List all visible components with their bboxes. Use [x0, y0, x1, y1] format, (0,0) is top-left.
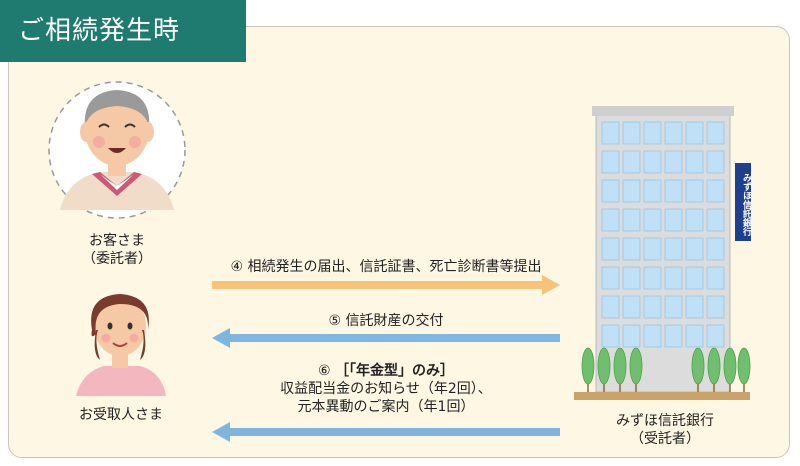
building-window	[622, 121, 641, 145]
building-window	[622, 266, 641, 290]
building-window	[601, 324, 620, 348]
building-window	[706, 150, 725, 174]
flow-arrow-5	[212, 328, 560, 348]
building-window	[601, 295, 620, 319]
building-window	[622, 295, 641, 319]
bank-name: みずほ信託銀行	[616, 413, 714, 429]
building-window	[601, 237, 620, 261]
building-window	[685, 150, 704, 174]
flow-number-6: ⑥	[317, 363, 331, 379]
building-window	[706, 208, 725, 232]
building-window	[706, 266, 725, 290]
flow-arrow-6	[212, 422, 560, 442]
flow-label-6: ⑥ ［「年金型」のみ］ 収益配当金のお知らせ（年2回）、 元本異動のご案内（年1…	[212, 362, 560, 416]
building-window	[601, 121, 620, 145]
flow-label-5: ⑤ 信託財産の交付	[212, 312, 560, 330]
building-window	[643, 266, 662, 290]
building-window	[622, 179, 641, 203]
bank-label: みずほ信託銀行 （受託者）	[600, 412, 730, 448]
building-window	[706, 179, 725, 203]
building-window	[601, 150, 620, 174]
building-window	[685, 237, 704, 261]
building-window	[622, 208, 641, 232]
building-window	[664, 237, 683, 261]
building-window	[622, 237, 641, 261]
flow-line-6b: 元本異動のご案内（年1回）	[297, 399, 475, 415]
building-window	[685, 324, 704, 348]
building-window	[664, 295, 683, 319]
flow-label-4: ④ 相続発生の届出、信託証書、死亡診断書等提出	[212, 258, 560, 276]
building-window	[706, 295, 725, 319]
building-window	[664, 208, 683, 232]
customer-illustration	[48, 81, 186, 219]
section-header: ご相続発生時	[0, 0, 246, 62]
flow-text-5: 信託財産の交付	[345, 313, 444, 329]
flow-line-6a: 収益配当金のお知らせ（年2回）、	[280, 381, 492, 397]
building-window	[685, 266, 704, 290]
recipient-label: お受取人さま	[79, 407, 163, 423]
building-window	[664, 324, 683, 348]
bank-building-illustration	[574, 106, 751, 400]
building-window	[685, 208, 704, 232]
building-window	[622, 324, 641, 348]
flow-number-4: ④	[230, 259, 244, 275]
building-window	[664, 150, 683, 174]
building-window	[706, 324, 725, 348]
building-window	[643, 208, 662, 232]
building-window	[706, 237, 725, 261]
customer-label: お客さま （委託者）	[62, 232, 172, 268]
building-window	[664, 121, 683, 145]
building-window	[664, 179, 683, 203]
bank-sign: みずほ信託銀行	[735, 163, 751, 241]
flow-number-5: ⑤	[328, 313, 342, 329]
building-window	[685, 295, 704, 319]
building-window	[601, 179, 620, 203]
bank-role: （受託者）	[630, 431, 700, 447]
building-window	[643, 295, 662, 319]
building-window	[706, 121, 725, 145]
customer-name: お客さま	[89, 233, 145, 249]
building-window	[601, 208, 620, 232]
building-window	[685, 179, 704, 203]
flow-arrow-4	[212, 275, 560, 295]
building-window	[643, 150, 662, 174]
flow-text-4: 相続発生の届出、信託証書、死亡診断書等提出	[247, 259, 542, 275]
building-window	[643, 121, 662, 145]
flow-title-6: ［「年金型」のみ］	[335, 363, 454, 379]
building-window	[664, 266, 683, 290]
building-window	[643, 237, 662, 261]
recipient-illustration	[76, 294, 166, 396]
building-window	[685, 121, 704, 145]
building-window	[601, 266, 620, 290]
customer-role: （委託者）	[82, 251, 152, 267]
building-window	[643, 324, 662, 348]
building-window	[622, 150, 641, 174]
building-window	[643, 179, 662, 203]
